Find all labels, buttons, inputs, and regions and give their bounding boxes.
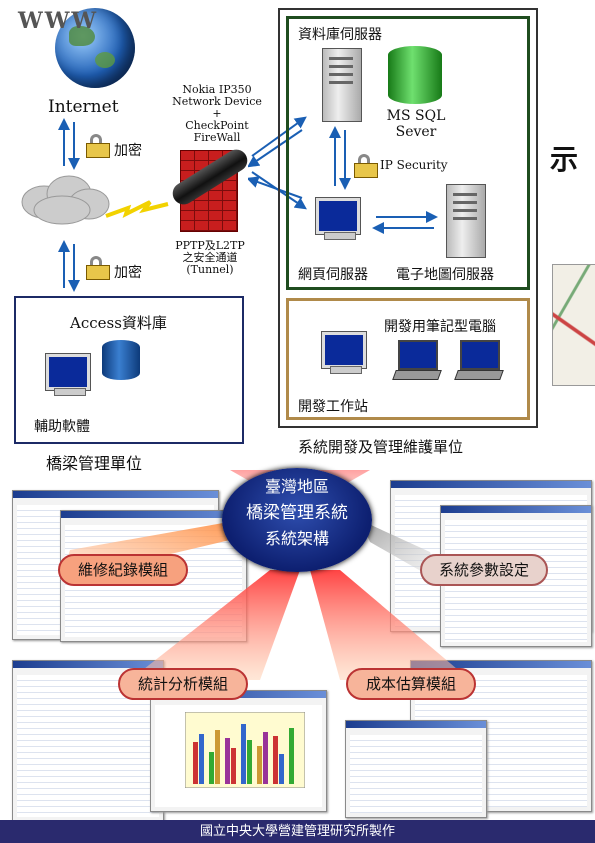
server-icon [446,184,486,258]
internet-label: Internet [48,97,119,117]
module-maintenance-records[interactable]: 維修紀錄模組 [58,554,188,586]
database-icon [102,340,140,380]
web-server-label: 網頁伺服器 [298,267,368,283]
bidirectional-arrow-icon [58,118,80,170]
bar-chart-thumbnail [185,712,305,788]
edge-glyph: 示 [550,143,579,176]
dev-zone-box [286,298,530,420]
server-icon [322,48,362,122]
system-architecture-hub: 臺灣地區 橋梁管理系統 系統架構 [222,468,372,572]
map-server-label: 電子地圖伺服器 [396,267,494,283]
lock-icon [86,134,110,158]
hub-title-line: 臺灣地區 [264,477,329,496]
footer-text: 國立中央大學營建管理研究所製作 [199,824,395,839]
encrypt-label-top: 加密 [114,143,142,159]
connection-arrows [248,116,307,210]
module-system-parameters[interactable]: 系統參數設定 [420,554,548,586]
bridge-unit-box [14,296,244,444]
screenshot-thumbnail [345,720,487,818]
lock-icon [86,256,110,280]
database-icon [388,46,442,104]
bidirectional-arrow-icon [329,126,351,190]
laptop-icon [392,340,442,380]
dev-laptops-label: 開發用筆記型電腦 [384,319,496,335]
laptop-icon [454,340,504,380]
module-statistics[interactable]: 統計分析模組 [118,668,248,700]
footer-bar: 國立中央大學營建管理研究所製作 [0,820,595,843]
access-db-label: Access資料庫 [70,314,167,332]
server-zone-box [286,16,530,290]
www-label: WWW [18,8,99,34]
aux-software-label: 輔助軟體 [34,419,90,435]
map-thumbnail [552,264,595,386]
bidirectional-arrow-icon [372,211,438,234]
cloud-icon [21,175,110,225]
web-server-computer-icon [310,196,362,240]
bidirectional-arrow-icon [58,240,80,292]
computer-icon [40,352,92,396]
bridge-unit-label: 橋梁管理單位 [46,454,143,473]
dev-workstation-label: 開發工作站 [298,399,368,415]
lightning-icon [105,200,169,218]
globe-icon [55,8,135,88]
dev-unit-label: 系統開發及管理維護單位 [298,438,464,456]
ip-security-label: IP Security [380,158,448,172]
hub-title-line: 橋梁管理系統 [246,503,348,523]
lock-icon [354,154,378,178]
workstation-icon [316,330,368,374]
db-server-label: 資料庫伺服器 [298,27,382,43]
dev-unit-box [278,8,538,428]
encrypt-label-bottom: 加密 [114,265,142,281]
hub-title-line: 系統架構 [264,529,329,548]
module-cost-estimation[interactable]: 成本估算模組 [346,668,476,700]
